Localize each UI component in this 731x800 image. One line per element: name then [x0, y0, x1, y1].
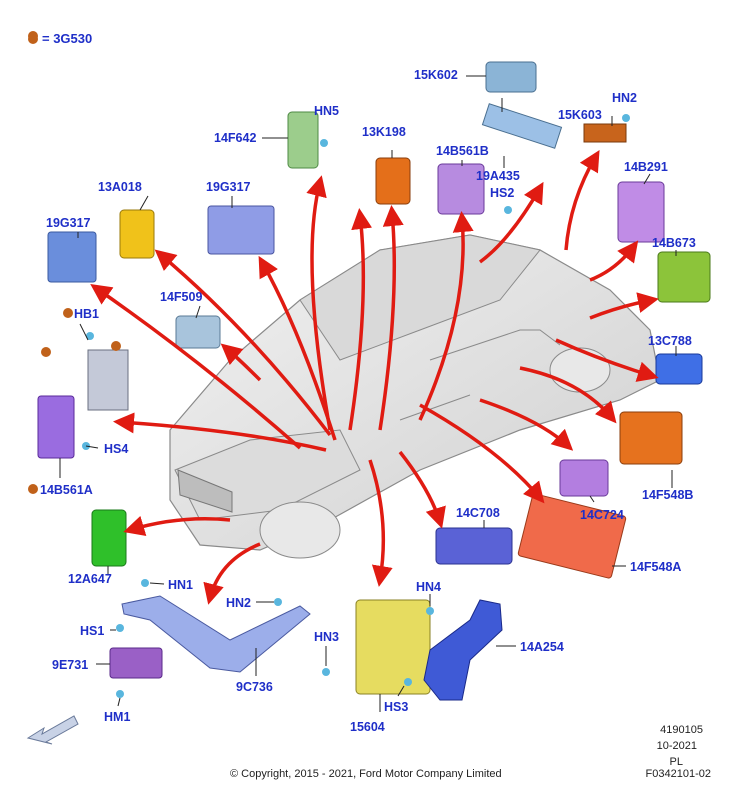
label-19G317-a: 19G317 — [206, 180, 251, 194]
car-illustration — [169, 234, 661, 559]
label-HS4: HS4 — [104, 442, 129, 456]
label-9C736: 9C736 — [236, 680, 273, 694]
module-19G317-b — [47, 231, 97, 283]
label-15K603: 15K603 — [558, 108, 602, 122]
fusebox-15604 — [355, 599, 431, 695]
label-HS1: HS1 — [80, 624, 105, 638]
module-14B673 — [657, 251, 711, 303]
legend-text: = 3G530 — [42, 31, 93, 46]
module-15K602 — [485, 61, 537, 93]
doc-number: 4190105 — [660, 724, 703, 736]
label-HB1: HB1 — [74, 307, 100, 321]
label-13K198: 13K198 — [362, 125, 406, 139]
module-14C724 — [559, 459, 609, 497]
label-HS2: HS2 — [490, 186, 515, 200]
module-13C788 — [655, 353, 703, 385]
module-14B291 — [617, 181, 665, 243]
label-14A254: 14A254 — [520, 640, 564, 654]
label-14B673: 14B673 — [652, 236, 696, 250]
module-15K603 — [583, 123, 627, 143]
bracket-19A435 — [481, 103, 563, 149]
label-9E731: 9E731 — [52, 658, 89, 672]
module-14B561A — [37, 395, 75, 459]
label-14F548B: 14F548B — [642, 488, 694, 502]
label-12A647: 12A647 — [68, 572, 112, 586]
fastener-HM1 — [116, 690, 124, 698]
label-14F548A: 14F548A — [630, 560, 682, 574]
label-14F642: 14F642 — [214, 131, 257, 145]
copyright-text: © Copyright, 2015 - 2021, Ford Motor Com… — [230, 768, 502, 780]
label-14C708: 14C708 — [456, 506, 500, 520]
label-19G317-b: 19G317 — [46, 216, 91, 230]
label-15K602: 15K602 — [414, 68, 458, 82]
bracket-HB1 — [87, 349, 129, 411]
marker-3G530-14b561a — [28, 484, 38, 494]
label-13C788: 13C788 — [648, 334, 692, 348]
doc-date: 10-2021 — [656, 740, 697, 752]
label-15604: 15604 — [350, 720, 385, 734]
fastener-HN1 — [141, 579, 149, 587]
module-14F509 — [175, 315, 221, 349]
legend: = 3G530 — [28, 31, 92, 46]
marker-3G530-hb1 — [63, 308, 73, 318]
fastener-HS3 — [404, 678, 412, 686]
fastener-HS1 — [116, 624, 124, 632]
fastener-HB1 — [86, 332, 94, 340]
fastener-HN2-lower — [274, 598, 282, 606]
module-12A647 — [91, 509, 127, 567]
label-HN1: HN1 — [168, 578, 194, 592]
fastener-HS2 — [504, 206, 512, 214]
marker-3G530-right — [111, 341, 121, 351]
label-HN2-lower: HN2 — [226, 596, 252, 610]
module-14C708 — [435, 527, 513, 565]
label-14C724: 14C724 — [580, 508, 624, 522]
label-14B291: 14B291 — [624, 160, 668, 174]
module-13A018 — [119, 209, 155, 259]
callout-arrows — [90, 149, 659, 605]
carrier-9C736 — [121, 595, 311, 673]
label-HN3: HN3 — [314, 630, 340, 644]
marker-3G530-left — [41, 347, 51, 357]
module-9E731 — [109, 647, 163, 679]
doc-lang: PL — [669, 756, 683, 768]
bracket-14A254 — [423, 599, 503, 701]
module-14F548B — [619, 411, 683, 465]
module-19G317-a — [207, 205, 275, 255]
label-HM1: HM1 — [104, 710, 131, 724]
leader-lines — [59, 75, 677, 712]
label-19A435: 19A435 — [476, 169, 520, 183]
label-14F509: 14F509 — [160, 290, 203, 304]
orange-dot-icon — [28, 34, 38, 44]
fastener-HN3 — [322, 668, 330, 676]
orientation-arrow-icon — [26, 715, 79, 745]
label-13A018: 13A018 — [98, 180, 142, 194]
fastener-HN5 — [320, 139, 328, 147]
figure-id: F0342101-02 — [645, 768, 711, 780]
fastener-HN2 — [622, 114, 630, 122]
module-14F548A — [517, 493, 627, 579]
label-14B561B: 14B561B — [436, 144, 489, 158]
module-14F642 — [287, 111, 319, 169]
label-14B561A: 14B561A — [40, 483, 93, 497]
label-HS3: HS3 — [384, 700, 409, 714]
label-HN4: HN4 — [416, 580, 442, 594]
label-HN2: HN2 — [612, 91, 638, 105]
label-HN5: HN5 — [314, 104, 340, 118]
fastener-HN4 — [426, 607, 434, 615]
module-13K198 — [375, 157, 411, 205]
